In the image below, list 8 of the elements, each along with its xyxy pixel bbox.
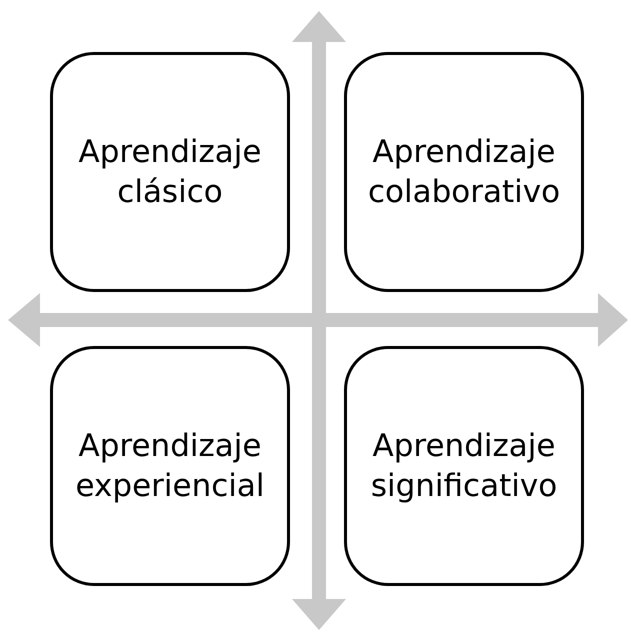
box-label: Aprendizaje experiencial	[74, 426, 266, 506]
rounded-box	[50, 52, 290, 292]
box-label: Aprendizaje clásico	[78, 132, 262, 212]
rounded-box	[344, 52, 584, 292]
rounded-box	[50, 346, 290, 586]
box-label: Aprendizaje colaborativo	[366, 132, 562, 212]
box-label: Aprendizaje significativo	[370, 426, 558, 506]
rounded-box	[344, 346, 584, 586]
